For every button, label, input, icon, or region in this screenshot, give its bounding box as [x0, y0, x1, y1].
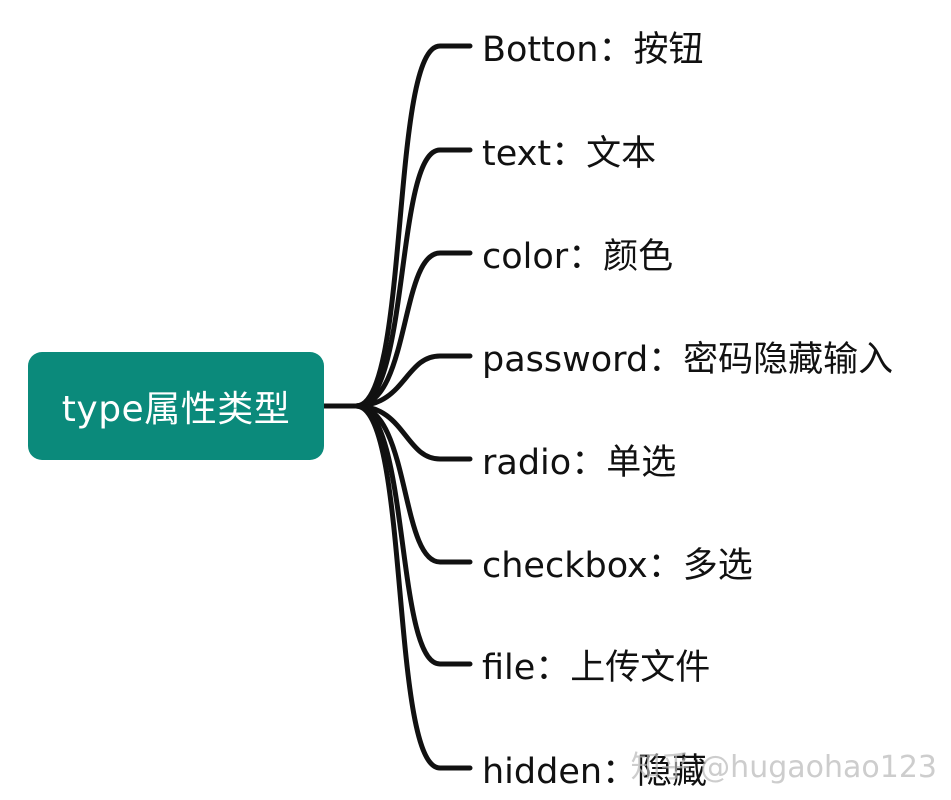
branch-label: Botton：按钮: [482, 29, 704, 70]
connector-text: [353, 147, 473, 409]
branch-botton: Botton：按钮: [482, 21, 703, 71]
connector-password: [353, 353, 473, 409]
branch-label: color：颜色: [482, 236, 674, 277]
branch-label: file：上传文件: [482, 647, 711, 688]
root-node: type属性类型: [28, 352, 324, 460]
watermark: 知乎 @hugaohao123: [630, 750, 937, 785]
branch-radio: radio：单选: [482, 434, 676, 484]
connector-hidden: [353, 403, 473, 771]
root-node-label: type属性类型: [61, 389, 291, 430]
branch-label: checkbox：多选: [482, 545, 753, 586]
branch-color: color：颜色: [482, 228, 673, 278]
connector-botton: [353, 43, 473, 409]
branch-hidden: hidden：隐藏: [482, 743, 707, 793]
branch-checkbox: checkbox：多选: [482, 537, 753, 587]
branch-label: password：密码隐藏输入: [482, 339, 894, 380]
branch-label: radio：单选: [482, 442, 677, 483]
branch-password: password：密码隐藏输入: [482, 331, 893, 381]
connector-checkbox: [353, 403, 473, 565]
branch-label: text：文本: [482, 133, 657, 174]
connector-radio: [353, 403, 473, 462]
connector-color: [353, 250, 473, 409]
branch-text: text：文本: [482, 125, 656, 175]
branch-label: hidden：隐藏: [482, 751, 708, 792]
branch-file: file：上传文件: [482, 639, 710, 689]
